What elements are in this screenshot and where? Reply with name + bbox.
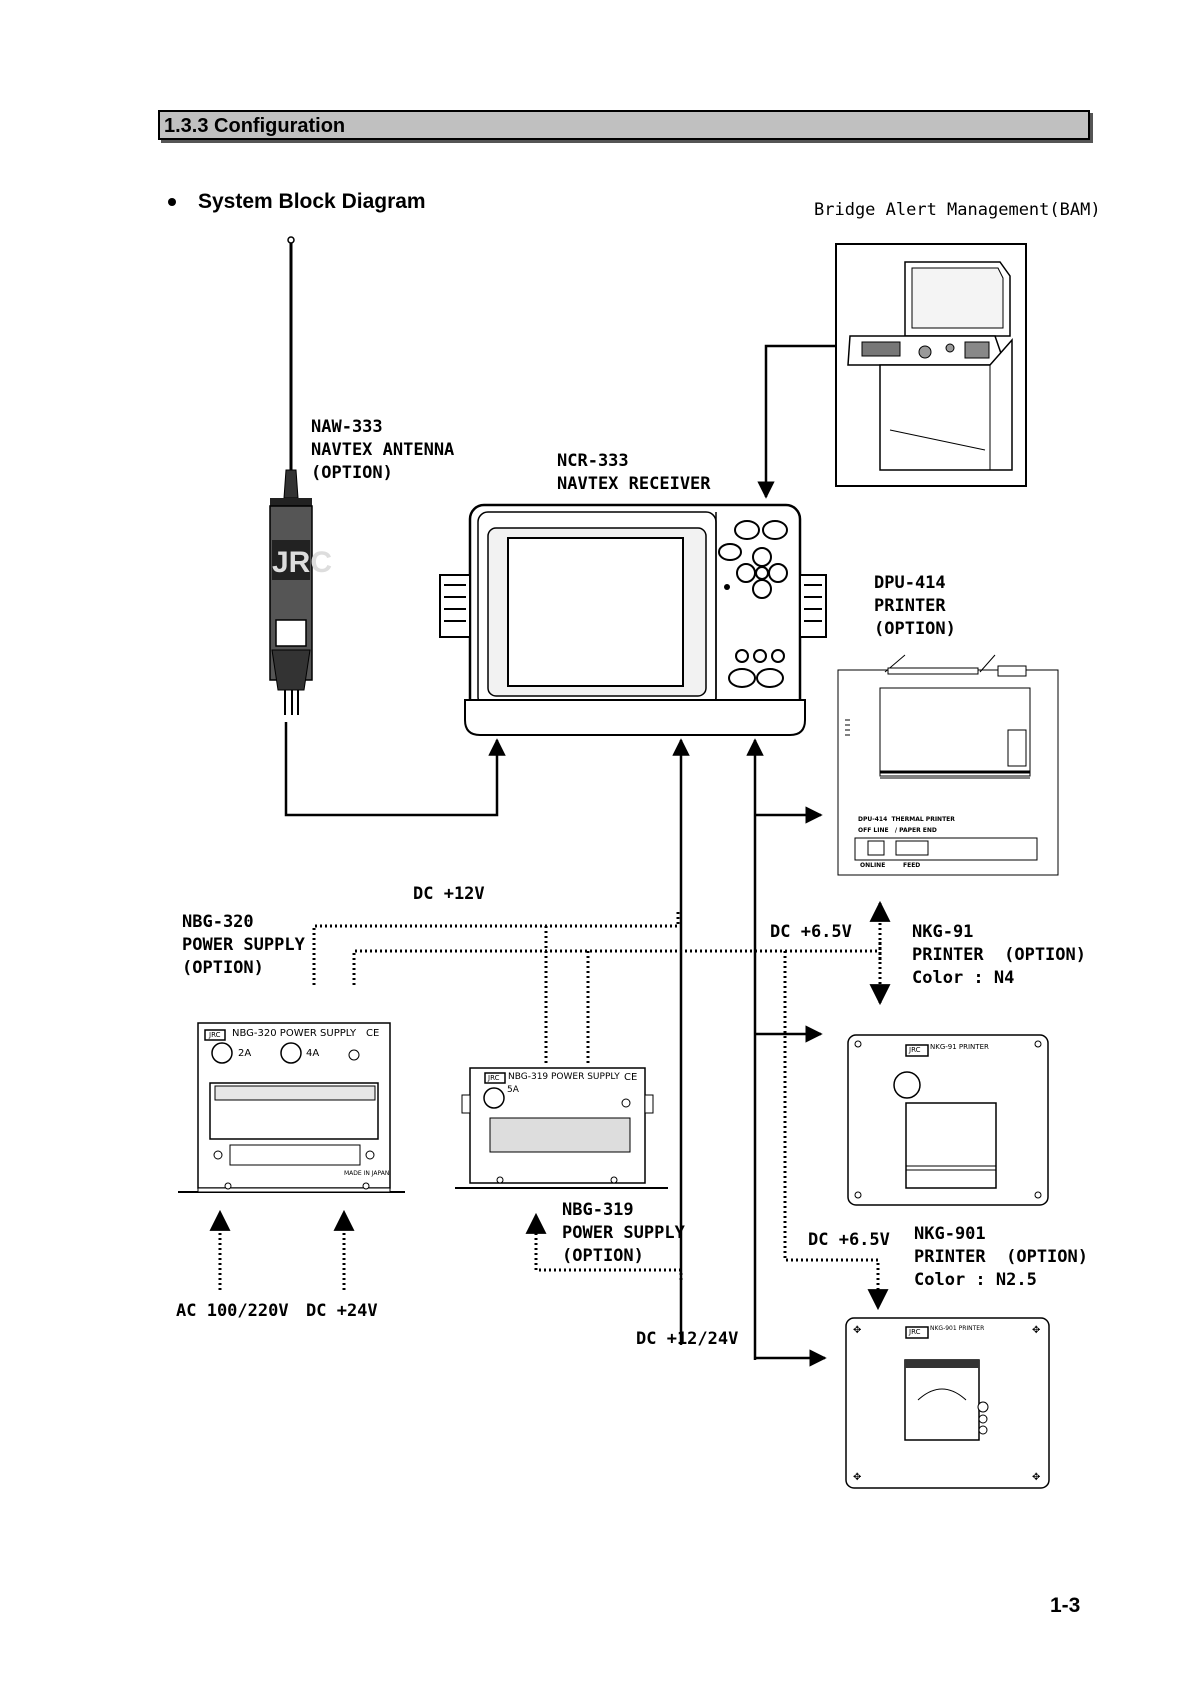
nbg320-brand: JRC	[209, 1031, 221, 1039]
receiver-name: NAVTEX RECEIVER	[557, 474, 711, 494]
bullet-icon	[168, 198, 176, 207]
nkg901-panel-label: NKG-901 PRINTER	[930, 1325, 985, 1332]
nkg91-name: PRINTER (OPTION)	[912, 945, 1086, 965]
nkg901-image: ✥ ✥ ✥ ✥	[845, 1317, 1050, 1489]
nbg319-ce: CE	[624, 1072, 638, 1083]
nbg319-panel-title: NBG-319 POWER SUPPLY	[508, 1072, 620, 1082]
nkg91-color: Color : N4	[912, 968, 1015, 988]
nbg320-made-in: MADE IN JAPAN	[344, 1170, 390, 1177]
svg-text:✥: ✥	[1032, 1472, 1040, 1483]
dc65-label-b: DC +6.5V	[808, 1230, 890, 1250]
svg-text:JRC: JRC	[272, 546, 332, 579]
nbg319-model: NBG-319	[562, 1200, 634, 1220]
antenna-image: JRC	[269, 236, 332, 715]
nbg319-name: POWER SUPPLY	[562, 1223, 685, 1243]
nbg320-option: (OPTION)	[182, 958, 264, 978]
dpu414-image	[837, 654, 1059, 876]
bam-label: Bridge Alert Management(BAM)	[814, 200, 1101, 220]
nbg320-fuse2: 4A	[306, 1048, 320, 1059]
nkg91-brand: JRC	[909, 1046, 921, 1054]
dpu414-feed-button: FEED	[903, 862, 921, 869]
nkg91-panel-label: NKG-91 PRINTER	[930, 1043, 989, 1051]
nkg901-model: NKG-901	[914, 1224, 986, 1244]
nkg901-name: PRINTER (OPTION)	[914, 1247, 1088, 1267]
dc12-label: DC +12V	[413, 884, 485, 904]
section-title: 1.3.3 Configuration	[164, 115, 346, 137]
nbg319-image	[455, 1067, 668, 1189]
dc24-label: DC +24V	[306, 1301, 378, 1321]
dpu414-panel-title: DPU-414 THERMAL PRINTER	[858, 816, 955, 823]
nkg901-brand: JRC	[909, 1328, 921, 1336]
svg-text:✥: ✥	[1032, 1325, 1040, 1336]
dpu414-model: DPU-414	[874, 573, 946, 593]
dpu414-online-button: ONLINE	[860, 862, 886, 869]
dc1224-label: DC +12/24V	[636, 1329, 739, 1349]
svg-text:✥: ✥	[853, 1472, 861, 1483]
nbg319-brand: JRC	[488, 1074, 500, 1082]
nbg320-name: POWER SUPPLY	[182, 935, 305, 955]
nbg320-image	[178, 1022, 405, 1193]
dpu414-option: (OPTION)	[874, 619, 956, 639]
dc65-label-a: DC +6.5V	[770, 922, 852, 942]
nbg320-fuse1: 2A	[238, 1048, 252, 1059]
page-number: 1-3	[1050, 1594, 1081, 1617]
subtitle-text: System Block Diagram	[198, 190, 426, 213]
nbg319-option: (OPTION)	[562, 1246, 644, 1266]
nkg91-image	[847, 1034, 1049, 1206]
receiver-image	[439, 503, 827, 736]
antenna-name: NAVTEX ANTENNA	[311, 440, 455, 460]
ac-label: AC 100/220V	[176, 1301, 289, 1321]
nkg901-color: Color : N2.5	[914, 1270, 1037, 1290]
bam-console-image	[835, 243, 1027, 487]
dpu414-name: PRINTER	[874, 596, 946, 616]
nkg91-model: NKG-91	[912, 922, 974, 942]
nbg320-ce: CE	[366, 1028, 380, 1039]
antenna-model: NAW-333	[311, 417, 383, 437]
dpu414-panel-status: OFF LINE / PAPER END	[858, 827, 937, 834]
dotted-connections	[209, 900, 891, 1311]
nbg320-panel-title: NBG-320 POWER SUPPLY	[232, 1028, 357, 1039]
svg-text:✥: ✥	[853, 1325, 861, 1336]
solid-connections	[284, 344, 836, 1367]
nbg319-fuse: 5A	[507, 1085, 519, 1095]
antenna-option: (OPTION)	[311, 463, 393, 483]
nbg320-model: NBG-320	[182, 912, 254, 932]
diagram-subtitle: System Block Diagram	[168, 190, 426, 214]
section-header: 1.3.3 Configuration	[158, 110, 1090, 140]
receiver-model: NCR-333	[557, 451, 629, 471]
